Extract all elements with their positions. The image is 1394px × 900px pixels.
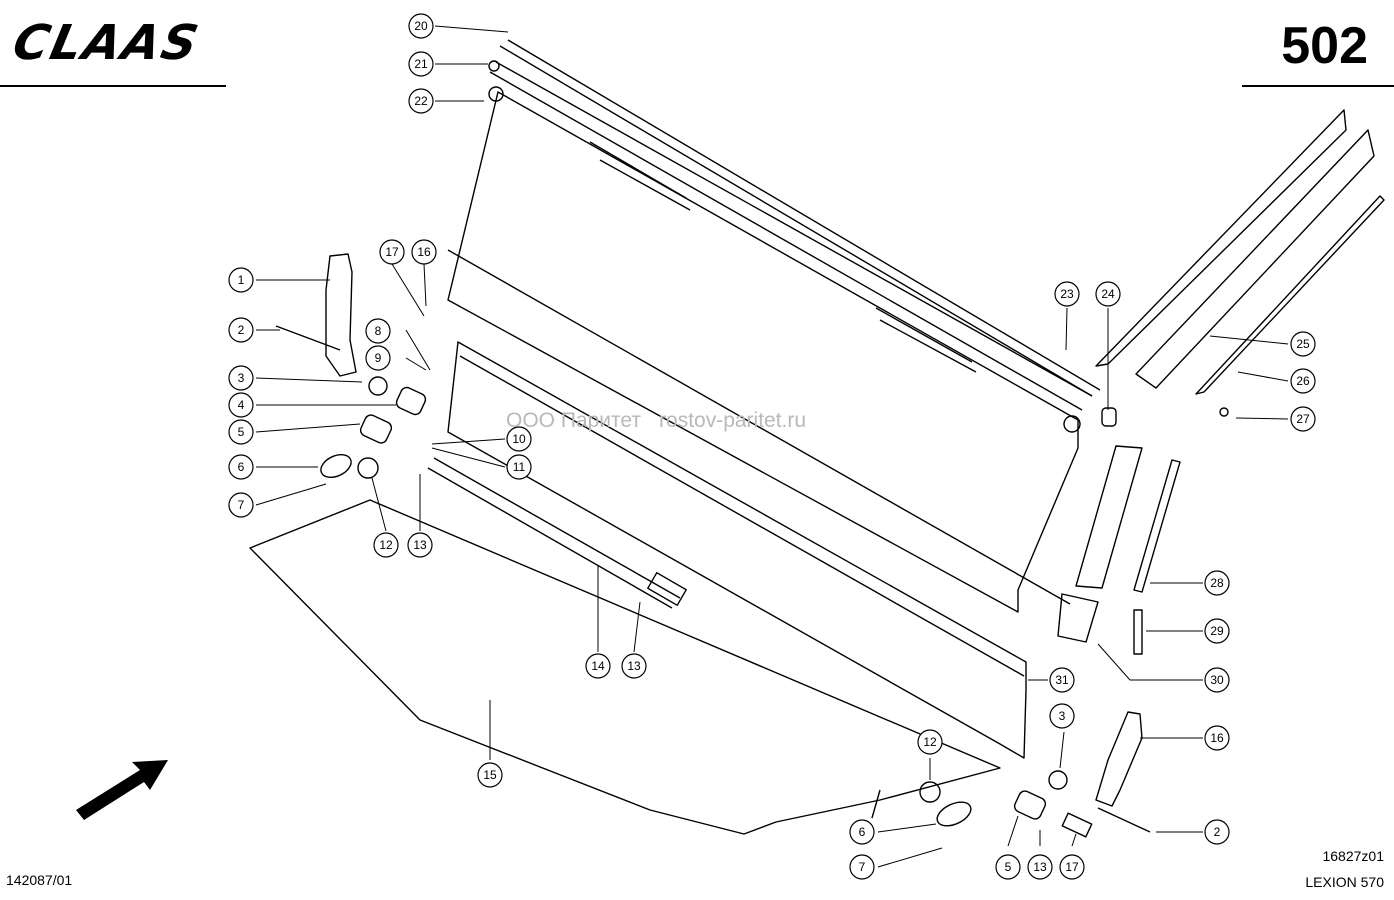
flange-left xyxy=(320,453,352,479)
callout-c13b: 13 xyxy=(627,659,641,673)
lower-panel-fold xyxy=(459,355,1025,677)
callout-c24: 24 xyxy=(1101,287,1115,301)
bushing-24 xyxy=(1101,407,1117,427)
upper-panel-slot-2 xyxy=(875,307,977,373)
callout-c28: 28 xyxy=(1210,576,1224,590)
brand-wordmark: CLAAS xyxy=(8,15,205,71)
bearing-left xyxy=(359,414,393,444)
ring-left xyxy=(357,457,379,479)
drawing-number: 16827z01 xyxy=(1322,848,1384,864)
callout-c6a: 6 xyxy=(237,460,245,474)
strip-upper xyxy=(1095,109,1347,367)
callout-c3b: 3 xyxy=(1058,709,1066,723)
callout-c4: 4 xyxy=(237,398,245,412)
callout-c22: 22 xyxy=(414,94,428,108)
upper-panel-eye xyxy=(488,86,504,102)
rail-second xyxy=(489,61,1093,411)
callout-c11: 11 xyxy=(512,460,526,474)
flange-right xyxy=(936,801,972,827)
callout-c7b: 7 xyxy=(858,860,866,874)
bolt-left xyxy=(275,325,341,351)
callout-c3a: 3 xyxy=(237,371,245,385)
bottom-plate-tab xyxy=(871,789,881,819)
side-spacer xyxy=(1133,609,1143,655)
callout-c31: 31 xyxy=(1055,673,1069,687)
callout-c20: 20 xyxy=(414,19,428,33)
rail-top xyxy=(499,39,1101,397)
callout-c17a: 17 xyxy=(385,245,399,259)
direction-arrow xyxy=(76,760,168,820)
washer-left xyxy=(368,376,388,396)
upper-panel-edge xyxy=(447,249,1071,605)
ring-right xyxy=(919,781,941,803)
callout-c7a: 7 xyxy=(237,498,245,512)
callout-c5b: 5 xyxy=(1004,860,1012,874)
model-name: LEXION 570 xyxy=(1305,874,1384,890)
callout-c16b: 16 xyxy=(1210,731,1224,745)
strip-lower xyxy=(1195,195,1385,395)
callout-c13a: 13 xyxy=(413,538,427,552)
page-number: 502 xyxy=(1281,17,1368,75)
strip-middle xyxy=(1135,129,1375,389)
callout-c17b: 17 xyxy=(1065,860,1079,874)
washer-right xyxy=(1048,770,1068,790)
lever-right xyxy=(1095,711,1143,807)
callout-c27: 27 xyxy=(1296,412,1310,426)
callout-c16a: 16 xyxy=(417,245,431,259)
watermark-company: ООО Паритет xyxy=(506,409,642,432)
pin-right xyxy=(1061,812,1093,838)
upper-panel xyxy=(447,91,1079,613)
brand-logo: CLAAS xyxy=(8,14,238,72)
side-plate-lower xyxy=(1057,593,1099,643)
shaft xyxy=(427,457,681,609)
lever-left xyxy=(325,253,357,377)
callout-c23: 23 xyxy=(1060,287,1074,301)
callout-c12b: 12 xyxy=(923,735,937,749)
bottom-plate xyxy=(249,499,1001,835)
watermark-site: rostov-paritet.ru xyxy=(659,409,807,432)
callout-c21: 21 xyxy=(414,57,428,71)
callout-c2a: 2 xyxy=(237,323,245,337)
watermark: ООО Паритет rostov-paritet.ru xyxy=(506,409,824,433)
document-number: 142087/01 xyxy=(6,872,73,888)
bearing-right xyxy=(1013,790,1047,820)
callout-c10: 10 xyxy=(512,432,526,446)
callout-c5a: 5 xyxy=(237,425,245,439)
shaft-end-sleeve xyxy=(647,572,687,606)
callout-c26: 26 xyxy=(1296,374,1310,388)
screw-27 xyxy=(1219,407,1229,417)
callout-c6b: 6 xyxy=(858,825,866,839)
callout-c30: 30 xyxy=(1210,673,1224,687)
upper-panel-bushing xyxy=(1063,415,1081,433)
callout-c13c: 13 xyxy=(1033,860,1047,874)
callout-c14: 14 xyxy=(591,659,605,673)
callout-c9: 9 xyxy=(374,351,382,365)
rail-end-cap xyxy=(488,60,500,72)
callout-c29: 29 xyxy=(1210,624,1224,638)
callout-c8: 8 xyxy=(374,324,382,338)
side-strip xyxy=(1133,459,1181,593)
callout-c25: 25 xyxy=(1296,337,1310,351)
upper-panel-slot-1 xyxy=(589,141,691,211)
callout-c12a: 12 xyxy=(379,538,393,552)
callout-c1: 1 xyxy=(237,273,245,287)
bolt-right xyxy=(1097,807,1151,833)
lower-panel xyxy=(447,341,1027,759)
callout-c15: 15 xyxy=(483,768,497,782)
callout-c2b: 2 xyxy=(1213,825,1221,839)
bushing-left xyxy=(395,386,427,416)
side-plate xyxy=(1075,445,1143,589)
